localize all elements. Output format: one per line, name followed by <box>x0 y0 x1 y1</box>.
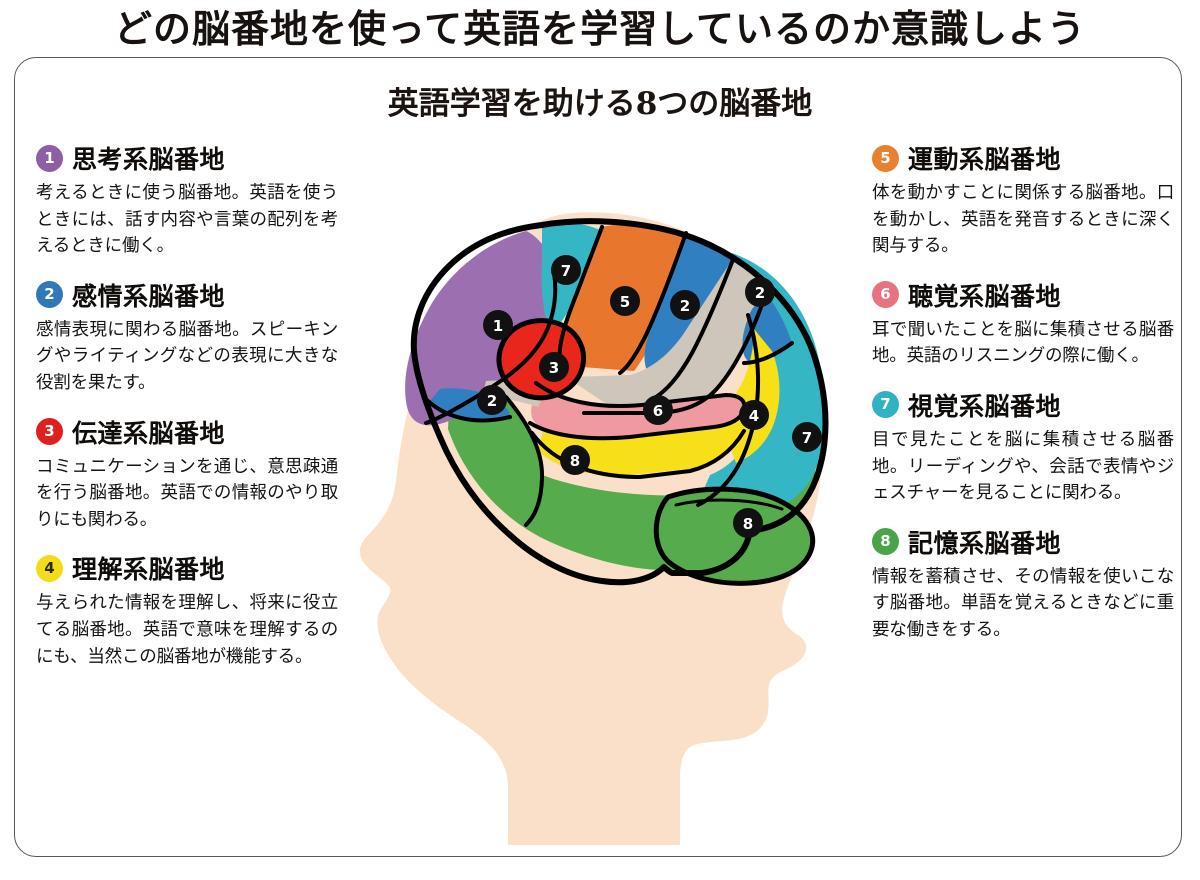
marker-3: 3 <box>539 352 569 382</box>
marker-6-label: 6 <box>653 402 663 420</box>
brain-temporal-lower <box>530 429 746 479</box>
entry-title-5: 運動系脳番地 <box>908 145 1062 174</box>
brain-area-entry-1: 1 思考系脳番地 考えるときに使う脳番地。英語を使うときには、話す内容や言葉の配… <box>36 140 338 260</box>
marker-7a-label: 7 <box>561 262 571 280</box>
area-number-markers: 1 2 2 2 3 <box>477 255 822 538</box>
badge-number-4: 4 <box>36 554 63 582</box>
entry-body-2: 感情表現に関わる脳番地。スピーキングやライティングなどの表現に大きな役割を果たす… <box>36 319 338 393</box>
entry-title-8: 記憶系脳番地 <box>908 528 1062 558</box>
marker-7b-label: 7 <box>802 429 812 447</box>
marker-6: 6 <box>643 395 673 425</box>
entry-head-4: 4 理解系脳番地 <box>36 550 338 586</box>
marker-5: 5 <box>610 286 640 316</box>
brain-broca-outline <box>496 318 587 401</box>
marker-4: 4 <box>739 400 769 430</box>
entry-body-8: 情報を蓄積させ、その情報を使いこなす脳番地。単語を覚えるときなどに重要な働きをす… <box>872 566 1174 640</box>
brain-temporal-front-edge <box>504 395 544 527</box>
marker-7b: 7 <box>792 422 822 452</box>
brain-sulcus-frontal <box>424 271 558 425</box>
marker-5-label: 5 <box>620 293 630 311</box>
brain-area-7-visual-posterior <box>696 253 825 517</box>
badge-number-3: 3 <box>36 418 63 446</box>
marker-2a: 2 <box>477 385 507 415</box>
entry-title-1: 思考系脳番地 <box>72 145 226 174</box>
entry-title-6: 聴覚系脳番地 <box>908 281 1062 311</box>
card-title: 英語学習を助ける8つの脳番地 <box>387 86 813 122</box>
marker-4-label: 4 <box>749 407 759 425</box>
marker-1-label: 1 <box>493 317 503 335</box>
right-column: 5 運動系脳番地 体を動かすことに関係する脳番地。口を動かし、英語を発音するとき… <box>872 140 1174 661</box>
brain-sulcus-central <box>618 231 688 375</box>
badge-number-1: 1 <box>36 144 63 172</box>
entry-head-7: 7 視覚系脳番地 <box>872 387 1174 423</box>
brain-area-entry-7: 7 視覚系脳番地 目で見たことを脳に集積させる脳番地。リーディングや、会話で表情… <box>872 387 1174 507</box>
entry-body-1: 考えるときに使う脳番地。英語を使うときには、話す内容や言葉の配列を考えるときに働… <box>36 183 338 257</box>
brain-cerebellum-top-line <box>674 498 784 511</box>
entry-head-8: 8 記憶系脳番地 <box>872 524 1174 560</box>
marker-8b: 8 <box>733 508 763 538</box>
marker-2c: 2 <box>745 277 775 307</box>
entry-head-6: 6 聴覚系脳番地 <box>872 277 1174 313</box>
entry-head-5: 5 運動系脳番地 <box>872 140 1174 176</box>
brain-area-8-memory-temporal <box>467 397 543 523</box>
brain-area-entry-3: 3 伝達系脳番地 コミュニケーションを通じ、意思疎通を行う脳番地。英語での情報の… <box>36 414 338 534</box>
entry-body-7: 目で見たことを脳に集積させる脳番地。リーディングや、会話で表情やジェスチャーを見… <box>872 429 1174 504</box>
brain-area-8-memory-cerebellum <box>657 489 812 582</box>
entry-head-1: 1 思考系脳番地 <box>36 140 338 176</box>
brain-area-entry-2: 2 感情系脳番地 感情表現に関わる脳番地。スピーキングやライティングなどの表現に… <box>36 277 338 397</box>
marker-8a: 8 <box>560 445 590 475</box>
marker-1: 1 <box>483 310 513 340</box>
left-column: 1 思考系脳番地 考えるときに使う脳番地。英語を使うときには、話す内容や言葉の配… <box>36 140 338 687</box>
marker-2b-label: 2 <box>680 297 690 315</box>
marker-3-label: 3 <box>549 359 559 377</box>
badge-number-2: 2 <box>36 281 63 309</box>
badge-number-7: 7 <box>872 391 899 419</box>
entry-title-2: 感情系脳番地 <box>72 281 226 311</box>
brain-outer-contour <box>410 218 829 586</box>
badge-number-8: 8 <box>872 528 899 556</box>
marker-8b-label: 8 <box>743 515 753 533</box>
entry-body-5: 体を動かすことに関係する脳番地。口を動かし、英語を発音するときに深く関与する。 <box>872 183 1174 257</box>
entry-body-4: 与えられた情報を理解し、将来に役立てる脳番地。英語で意味を理解するのにも、当然こ… <box>36 593 338 667</box>
entry-head-3: 3 伝達系脳番地 <box>36 414 338 450</box>
entry-body-3: コミュニケーションを通じ、意思疎通を行う脳番地。英語での情報のやり取りにも関わる… <box>36 456 338 530</box>
brain-orbital-edge <box>426 399 512 423</box>
brain-diagram: 1 2 2 2 3 <box>330 175 875 845</box>
marker-7a: 7 <box>551 255 581 285</box>
brain-area-entry-4: 4 理解系脳番地 与えられた情報を理解し、将来に役立てる脳番地。英語で意味を理解… <box>36 550 338 670</box>
entry-head-2: 2 感情系脳番地 <box>36 277 338 313</box>
badge-number-5: 5 <box>872 144 899 172</box>
brain-cerebellum-outline <box>653 486 816 586</box>
marker-2a-label: 2 <box>487 392 497 410</box>
entry-title-7: 視覚系脳番地 <box>908 391 1062 421</box>
marker-2b: 2 <box>670 290 700 320</box>
brain-area-entry-8: 8 記憶系脳番地 情報を蓄積させ、その情報を使いこなす脳番地。単語を覚えるときな… <box>872 524 1174 644</box>
entry-body-6: 耳で聞いたことを脳に集積させる脳番地。英語のリスニングの際に働く。 <box>872 319 1174 367</box>
brain-sulcus-postcentral <box>654 255 736 399</box>
brain-sulcus-parietal <box>742 341 794 365</box>
page-headline: どの脳番地を使って英語を学習しているのか意識しよう <box>114 6 1086 51</box>
brain-area-entry-6: 6 聴覚系脳番地 耳で聞いたことを脳に集積させる脳番地。英語のリスニングの際に働… <box>872 277 1174 370</box>
brain-area-entry-5: 5 運動系脳番地 体を動かすことに関係する脳番地。口を動かし、英語を発音するとき… <box>872 140 1174 260</box>
brain-area-1-thinking <box>405 231 556 426</box>
brain-sulcus-precentral <box>557 225 604 365</box>
entry-title-3: 伝達系脳番地 <box>72 418 226 448</box>
badge-number-6: 6 <box>872 281 899 309</box>
marker-2c-label: 2 <box>755 284 765 302</box>
entry-title-4: 理解系脳番地 <box>72 555 226 585</box>
marker-8a-label: 8 <box>570 452 580 470</box>
